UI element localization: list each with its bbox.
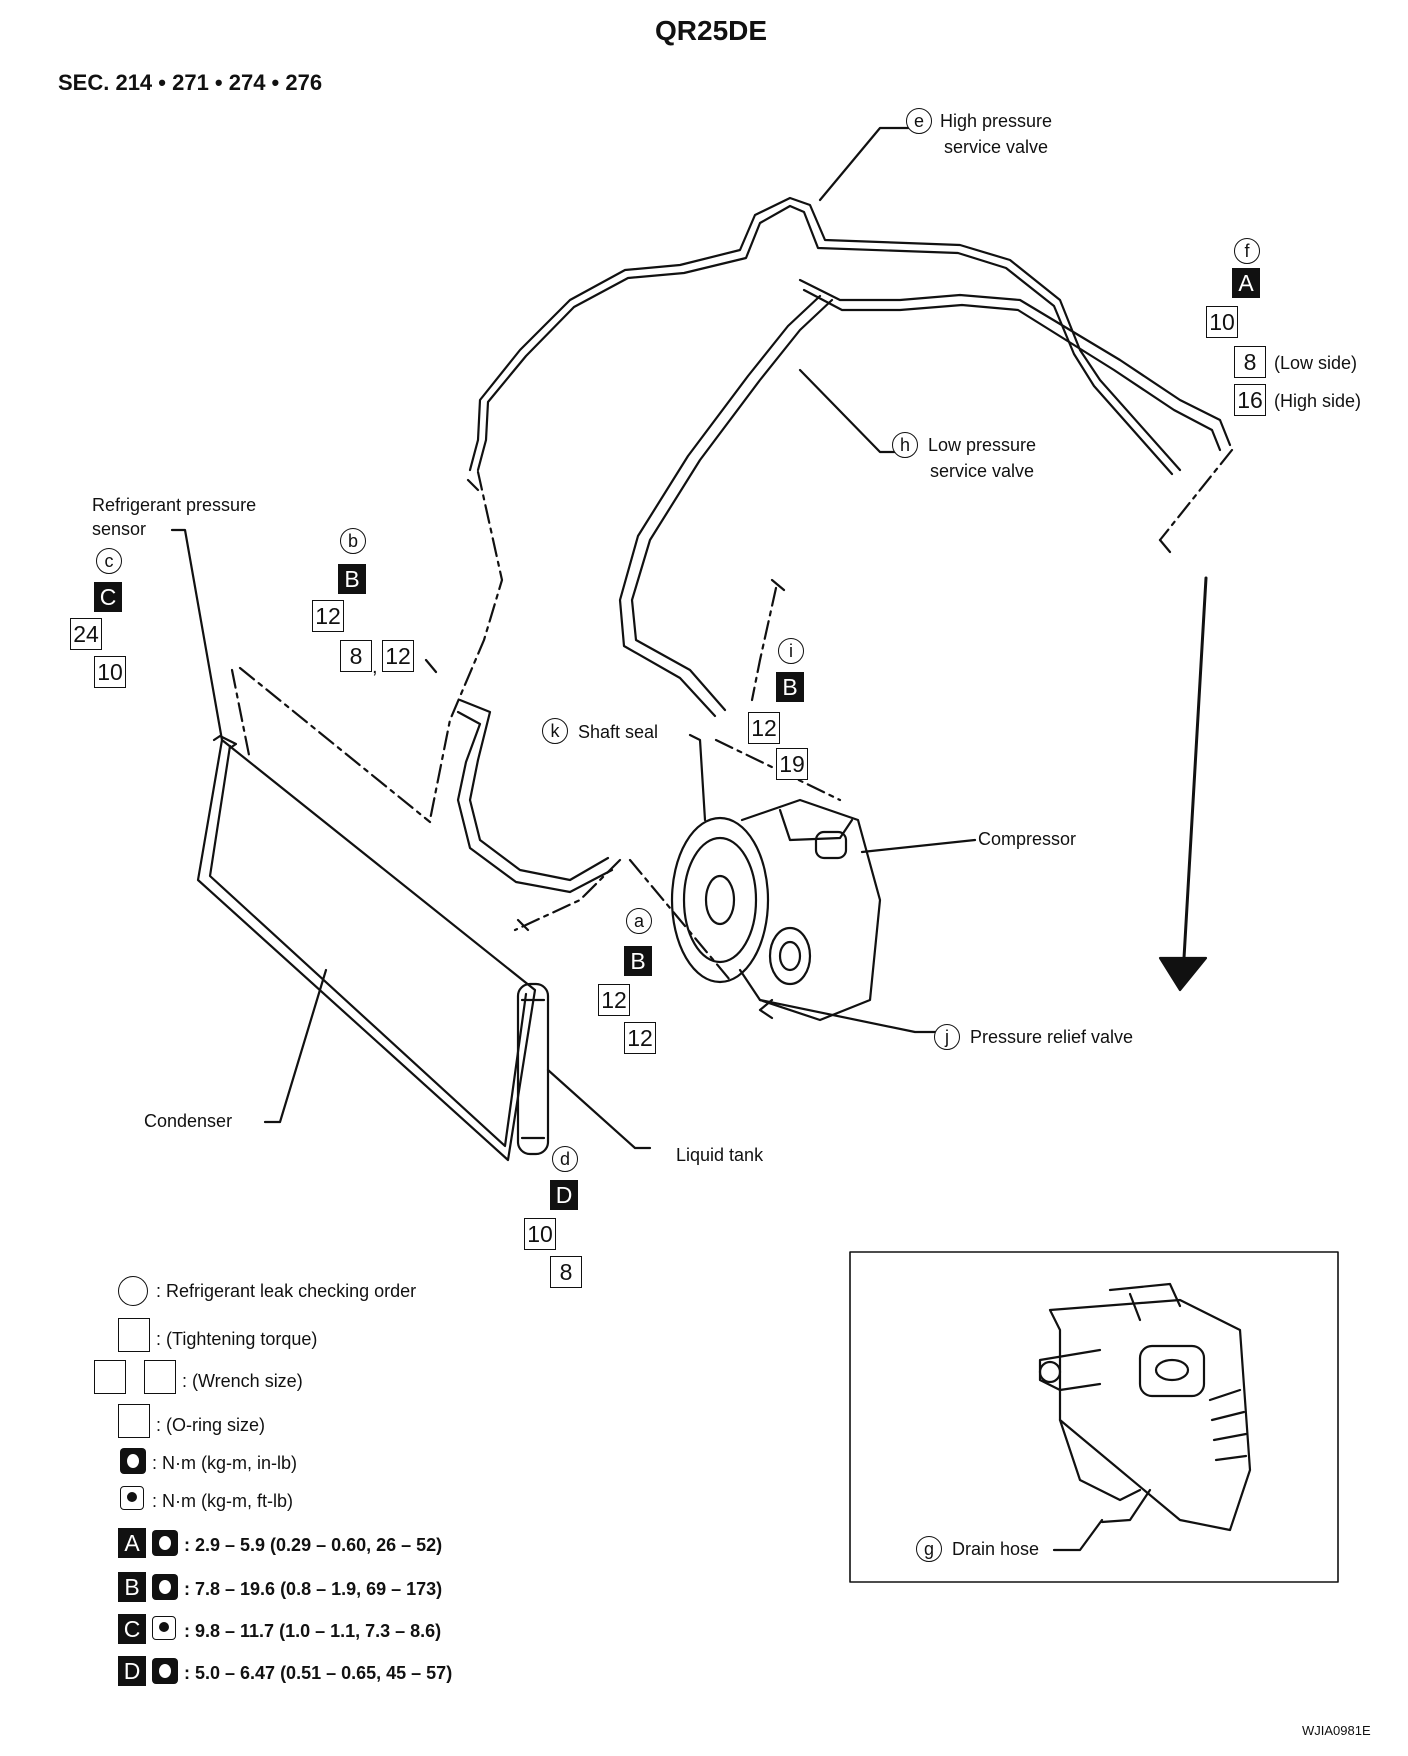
- high-pressure-valve-label-1: High pressure: [940, 111, 1053, 131]
- oring-size-f-high: 16: [1234, 384, 1266, 416]
- wrench-closed-icon: [120, 1448, 146, 1474]
- wrench-closed-icon: [152, 1658, 178, 1684]
- discharge-hose: [458, 698, 610, 882]
- comma: ,: [372, 656, 378, 678]
- suction-hose: [630, 298, 834, 712]
- legend-oring: : (O-ring size): [156, 1415, 266, 1435]
- wrench-size-b: 12: [312, 600, 344, 632]
- wrench-size-a: 12: [598, 984, 630, 1016]
- oring-size-i: 19: [776, 748, 808, 780]
- legend-torque-c: : 9.8 – 11.7 (1.0 – 1.1, 7.3 – 8.6): [184, 1621, 442, 1641]
- drain-hose-label: Drain hose: [952, 1539, 1040, 1559]
- condenser-label: Condenser: [144, 1111, 233, 1131]
- legend-leak-order: : Refrigerant leak checking order: [156, 1281, 417, 1301]
- callout-d: d: [552, 1146, 578, 1172]
- low-side-label: (Low side): [1274, 353, 1358, 373]
- legend-torque-d: : 5.0 – 6.47 (0.51 – 0.65, 45 – 57): [184, 1663, 453, 1683]
- legend-torque-a-code: A: [118, 1528, 146, 1558]
- legend-nm-inlb: : N·m (kg-m, in-lb): [152, 1453, 297, 1473]
- legend-wrench: : (Wrench size): [182, 1371, 303, 1391]
- pressure-relief-valve-label: Pressure relief valve: [970, 1027, 1134, 1047]
- callout-h: h: [892, 432, 918, 458]
- wrench-open-icon: [120, 1486, 144, 1510]
- compressor-body: [738, 798, 882, 1022]
- direction-arrow: [1158, 956, 1208, 992]
- refrigerant-sensor-label-1: Refrigerant pressure: [92, 495, 257, 515]
- refrigerant-sensor-label-2: sensor: [92, 519, 147, 539]
- low-pressure-valve-label-1: Low pressure: [928, 435, 1037, 455]
- oring-size-d: 8: [550, 1256, 582, 1288]
- callout-c: c: [96, 548, 122, 574]
- legend-wrench-box-1: [94, 1360, 126, 1394]
- high-pressure-valve-label-2: service valve: [944, 137, 1049, 157]
- oring-size-b-2: 12: [382, 640, 414, 672]
- shaft-seal-label: Shaft seal: [578, 722, 659, 742]
- torque-code-f: A: [1232, 268, 1260, 298]
- oring-size-a: 12: [624, 1022, 656, 1054]
- compressor-label: Compressor: [978, 829, 1077, 849]
- legend-circle-symbol: [118, 1276, 148, 1306]
- legend-tightening: : (Tightening torque): [156, 1329, 318, 1349]
- torque-code-i: B: [776, 672, 804, 702]
- wrench-size-f: 10: [1206, 306, 1238, 338]
- oring-size-b-1: 8: [340, 640, 372, 672]
- wrench-closed-icon: [152, 1530, 178, 1556]
- legend-nm-ftlb: : N·m (kg-m, ft-lb): [152, 1491, 293, 1511]
- torque-code-b: B: [338, 564, 366, 594]
- wrench-closed-icon: [152, 1574, 178, 1600]
- callout-k: k: [542, 718, 568, 744]
- callout-f: f: [1234, 238, 1260, 264]
- high-pressure-pipe: [468, 196, 1182, 472]
- inset-frame: [849, 1251, 1339, 1583]
- wrench-size-i: 12: [748, 712, 780, 744]
- torque-code-c: C: [94, 582, 122, 612]
- legend-torque-c-code: C: [118, 1614, 146, 1644]
- torque-code-d: D: [550, 1180, 578, 1210]
- callout-g: g: [916, 1536, 942, 1562]
- liquid-tank-label: Liquid tank: [676, 1145, 764, 1165]
- legend-wrench-box-2: [144, 1360, 176, 1394]
- callout-j: j: [934, 1024, 960, 1050]
- legend-torque-a: : 2.9 – 5.9 (0.29 – 0.60, 26 – 52): [184, 1535, 443, 1555]
- oring-size-c: 10: [94, 656, 126, 688]
- callout-i: i: [778, 638, 804, 664]
- section-numbers: SEC. 214 • 271 • 274 • 276: [58, 70, 323, 95]
- callout-b: b: [340, 528, 366, 554]
- figure-code: WJIA0981E: [1302, 1723, 1371, 1738]
- torque-code-a: B: [624, 946, 652, 976]
- page-title: QR25DE: [655, 15, 768, 46]
- legend-torque-b: : 7.8 – 19.6 (0.8 – 1.9, 69 – 173): [184, 1579, 443, 1599]
- oring-size-f-low: 8: [1234, 346, 1266, 378]
- callout-e: e: [906, 108, 932, 134]
- wrench-size-c: 24: [70, 618, 102, 650]
- legend-oring-box: [118, 1404, 150, 1438]
- legend-torque-b-code: B: [118, 1572, 146, 1602]
- high-side-label: (High side): [1274, 391, 1362, 411]
- legend-torque-d-code: D: [118, 1656, 146, 1686]
- callout-a: a: [626, 908, 652, 934]
- low-pressure-pipe: [798, 278, 1232, 447]
- wrench-size-d: 10: [524, 1218, 556, 1250]
- legend-box-symbol: [118, 1318, 150, 1352]
- wrench-open-icon: [152, 1616, 176, 1640]
- compressor-clutch: [670, 816, 770, 984]
- low-pressure-valve-label-2: service valve: [930, 461, 1035, 481]
- condenser-outline: [196, 738, 537, 1162]
